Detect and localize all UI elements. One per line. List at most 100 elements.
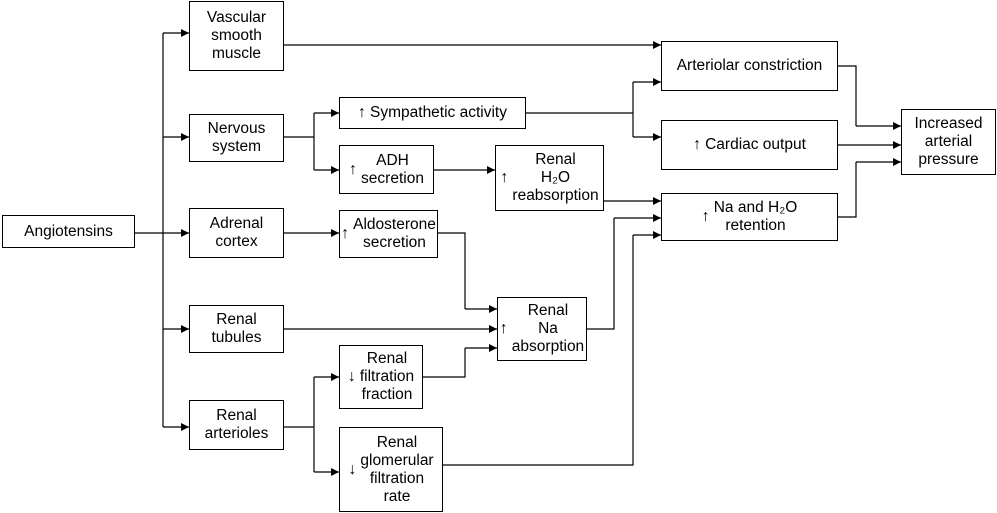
node-label-line: Cardiac output [705,136,806,153]
up-arrow-icon: ↑ [341,225,350,242]
node-label-line: glomerular [360,451,434,469]
node-label-line: smooth [211,27,262,44]
node-label-line: Renal [366,350,408,367]
node-label-line: filtration [369,469,425,487]
up-arrow-icon: ↑ [349,160,358,178]
arrowhead-icon [181,133,189,141]
node-arteriolar-constriction: Arteriolar constriction [661,41,838,91]
node-cardiac-output: ↑Cardiac output [661,120,838,170]
node-label-line: fraction [361,386,413,403]
arrowhead-icon [331,373,339,381]
arrowhead-icon [653,41,661,49]
node-label-line: muscle [211,45,262,62]
arrowhead-icon [653,197,661,205]
node-label-line: absorption [511,338,585,355]
node-label-line: Renal [376,433,418,451]
node-label-line: rate [383,487,411,505]
connector-line [838,162,857,218]
node-label-line: Renal [216,311,257,328]
node-label-line: Nervous [207,120,266,137]
arrowhead-icon [331,166,339,174]
arrowhead-icon [653,133,661,141]
arrowhead-icon [653,78,661,86]
node-label-line: pressure [918,151,979,168]
node-label: Sympathetic activity [370,104,507,122]
node-label-line: cortex [215,233,258,250]
arrowhead-icon [331,229,339,237]
node-label-line: secretion [363,234,426,251]
node-label-line: retention [725,217,786,234]
node-label-line: tubules [211,329,262,346]
up-arrow-icon: ↑ [358,104,367,121]
arrowhead-icon [181,229,189,237]
node-label-line: Aldosterone [353,216,436,233]
node-angiotensins: Angiotensins [2,215,135,248]
arrowhead-icon [893,141,901,149]
connector-line [443,235,634,466]
node-label-line: Renal [527,302,569,319]
arrowhead-icon [893,122,901,130]
node-label-line: Increased [914,115,983,132]
node-label: Arteriolar constriction [677,57,823,75]
node-label-line: arterial [924,133,973,150]
node-label: Cardiac output [705,136,806,154]
arrowhead-icon [653,231,661,239]
arrowhead-icon [487,166,495,174]
node-label-line: H₂O [540,169,571,186]
node-label-line: ADH [376,151,409,169]
node-label-line: Renal [535,151,576,168]
node-label-line: Arteriolar constriction [676,57,823,74]
arrowhead-icon [181,29,189,37]
connector-line [438,232,466,309]
arrowhead-icon [489,344,497,352]
node-label-line: Angiotensins [24,222,113,240]
up-arrow-icon: ↑ [500,169,509,186]
node-label-line: Na [538,320,558,337]
arrowhead-icon [331,468,339,476]
arrowhead-icon [489,305,497,313]
node-label: Angiotensins [24,223,113,241]
node-label-line: Na and H₂O [713,199,798,216]
node-label-line: Renal [216,407,257,424]
arrowhead-icon [489,325,497,333]
down-arrow-icon: ↓ [348,460,357,478]
arrowhead-icon [181,325,189,333]
up-arrow-icon: ↑ [499,320,508,337]
node-label-line: arterioles [204,425,269,442]
node-label-line: secretion [361,169,424,187]
down-arrow-icon: ↓ [347,368,356,385]
up-arrow-icon: ↑ [701,208,710,225]
connector-line [587,218,615,330]
node-label-line: reabsorption [512,187,599,204]
node-label-line: Sympathetic activity [370,104,507,121]
node-label-line: filtration [359,368,415,385]
node-label-line: system [211,138,262,155]
up-arrow-icon: ↑ [693,136,702,153]
